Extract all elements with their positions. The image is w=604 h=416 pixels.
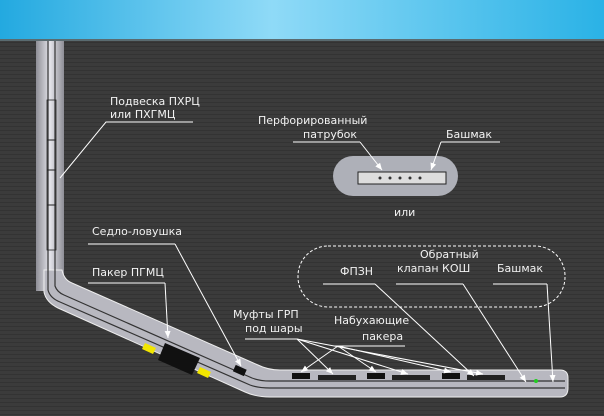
perforated-shoe-alternative — [333, 156, 458, 196]
label-seat-trap: Седло-ловушка — [92, 225, 182, 238]
label-perforated-1: Перфорированный — [258, 114, 367, 127]
label-perforated-2: патрубок — [303, 128, 357, 141]
leader-packer-pgmc — [164, 282, 171, 339]
check-valve-marker — [534, 379, 538, 383]
alternative-group-outline — [297, 245, 566, 308]
yellow-marker — [142, 343, 156, 354]
label-fpzn: ФПЗН — [340, 265, 373, 278]
horizontal-section-tools — [292, 373, 538, 383]
label-shoe-bottom: Башмак — [497, 262, 543, 275]
leader-hanger — [59, 121, 193, 179]
label-hanger-2: или ПХГМЦ — [110, 108, 176, 121]
label-swell-packers-1: Набухающие — [334, 314, 409, 327]
leader-check-valve — [462, 283, 527, 383]
sky-band — [0, 0, 604, 41]
label-check-valve-2: клапан КОШ — [397, 262, 470, 275]
yellow-marker — [197, 367, 211, 378]
packer-pgmc — [142, 343, 211, 378]
leader-seat-trap — [174, 243, 242, 367]
leader-shoe-top — [430, 141, 442, 171]
leader-perforated — [359, 141, 383, 171]
label-or: или — [394, 206, 415, 219]
label-frac-sleeves-1: Муфты ГРП — [233, 308, 299, 321]
leader-shoe-bottom — [546, 283, 556, 383]
label-check-valve-1: Обратный — [420, 248, 479, 261]
label-hanger-1: Подвеска ПХРЦ — [110, 95, 200, 108]
label-swell-packers-2: пакера — [362, 330, 403, 343]
label-shoe-top: Башмак — [446, 128, 492, 141]
label-frac-sleeves-2: под шары — [245, 322, 303, 335]
leader-fpzn — [374, 283, 475, 377]
label-packer-pgmc: Пакер ПГМЦ — [92, 266, 164, 279]
seat-trap — [232, 364, 247, 377]
